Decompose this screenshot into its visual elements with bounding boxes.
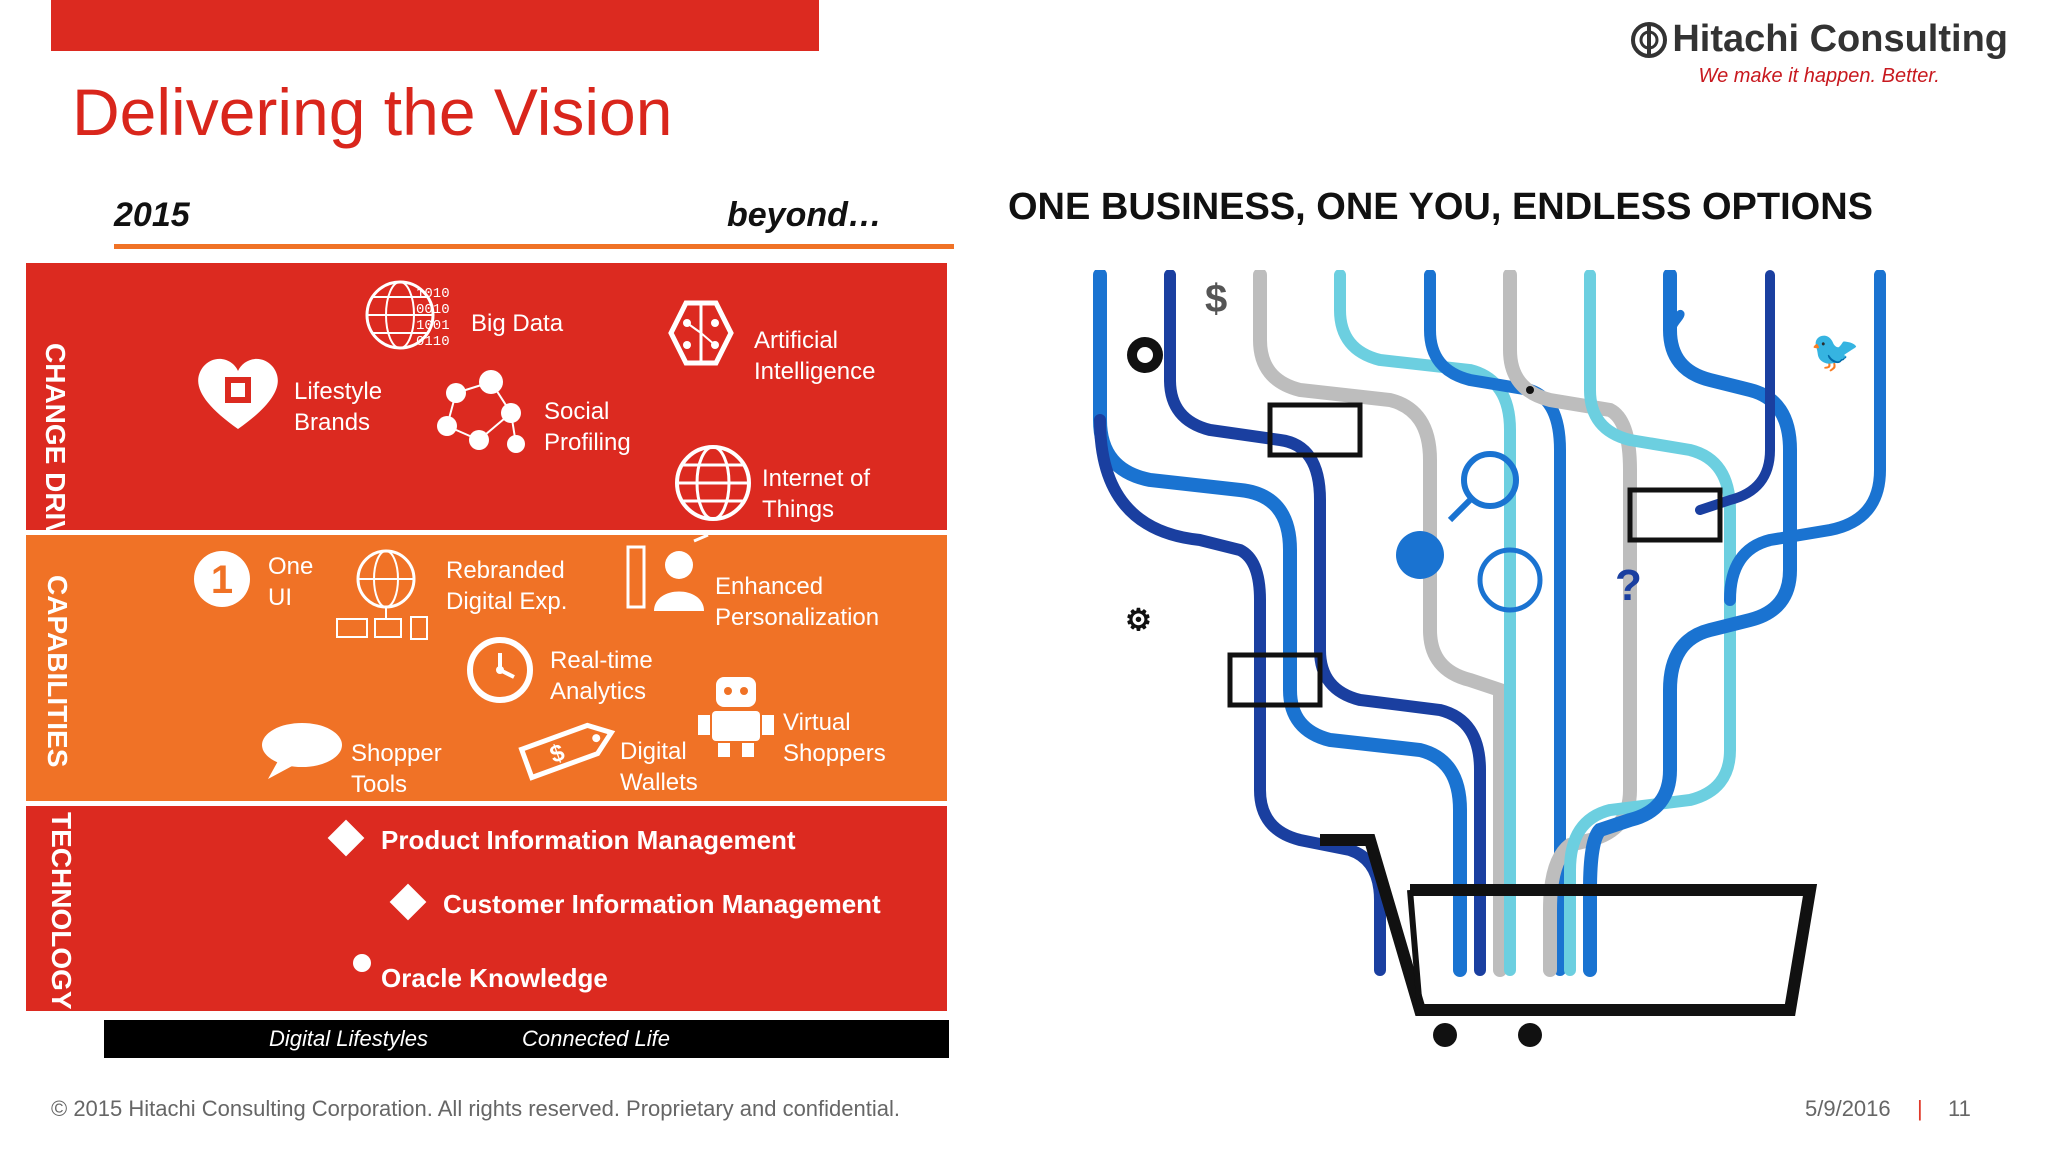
- diamond-bullet-icon: [327, 819, 365, 857]
- driver-artificial-intelligence: Artificial Intelligence: [754, 327, 876, 385]
- capability-virtual-shoppers: Virtual Shoppers: [783, 709, 886, 767]
- svg-text:$: $: [1205, 277, 1227, 321]
- capability-enhanced-personalization: Enhanced Personalization: [715, 573, 880, 631]
- svg-text:♥: ♥: [1665, 297, 1686, 338]
- timeline-start: 2015: [114, 196, 190, 234]
- svg-text:🐦: 🐦: [1810, 330, 1860, 374]
- svg-text:?: ?: [1615, 561, 1642, 610]
- driver-lifestyle-brands: Lifestyle Brands: [294, 378, 383, 436]
- timeline-line: [114, 244, 954, 249]
- globe-data-icon: 1010 0010 1001 0110: [365, 280, 450, 350]
- band-label-capabilities: CAPABILITIES: [42, 575, 73, 768]
- svg-text:$: $: [546, 739, 568, 769]
- person-profile-icon: [626, 535, 709, 611]
- lifestyle-footer-bar: Digital Lifestyles Connected Life: [104, 1020, 949, 1058]
- capabilities-band: CAPABILITIES 1 One UI Rebranded Digital …: [26, 535, 947, 801]
- footer-bar-connected-life: Connected Life: [522, 1026, 670, 1051]
- page-number: 11: [1948, 1096, 1971, 1121]
- tech-oracle-knowledge: Oracle Knowledge: [381, 963, 608, 993]
- driver-social-profiling: Social Profiling: [544, 398, 631, 456]
- logo-tagline: We make it happen. Better.: [1698, 65, 1940, 87]
- capability-shopper-tools: Shopper Tools: [351, 740, 442, 798]
- globe-devices-icon: [336, 549, 428, 640]
- hitachi-emblem-icon: [1631, 21, 1668, 58]
- globe-icon: [675, 445, 751, 521]
- driver-big-data: Big Data: [471, 310, 564, 337]
- company-logo: Hitachi Consulting We make it happen. Be…: [1630, 18, 2008, 88]
- slide-date: 5/9/2016: [1805, 1096, 1891, 1121]
- footer-separator: |: [1917, 1096, 1923, 1121]
- svg-text:1001: 1001: [416, 318, 450, 334]
- number-one-icon: 1: [194, 551, 250, 607]
- band-label-technology: TECHNOLOGY: [46, 812, 77, 1010]
- driver-internet-of-things: Internet of Things: [762, 465, 871, 523]
- speech-bubble-icon: [262, 723, 342, 779]
- timeline-end: beyond…: [727, 196, 882, 234]
- capability-digital-wallets: Digital Wallets: [620, 738, 698, 796]
- brain-circuit-icon: [668, 300, 734, 366]
- svg-text:0110: 0110: [416, 334, 450, 350]
- people-network-icon: [437, 370, 525, 453]
- technology-band: TECHNOLOGY Product Information Managemen…: [26, 806, 947, 1011]
- tech-product-information-management: Product Information Management: [381, 825, 796, 855]
- svg-text:1: 1: [211, 558, 233, 602]
- dot-bullet-icon: [353, 954, 371, 972]
- svg-text:⚙: ⚙: [1125, 604, 1152, 637]
- copyright-text: © 2015 Hitachi Consulting Corporation. A…: [51, 1096, 900, 1121]
- logo-name: Hitachi Consulting: [1672, 18, 2008, 60]
- omnichannel-cart-illustration: $ ⚙ ♥ ? ⚙ 🐦 €: [1093, 270, 1886, 1047]
- heart-chip-icon: [198, 358, 278, 429]
- right-headline: ONE BUSINESS, ONE YOU, ENDLESS OPTIONS: [1008, 186, 1874, 228]
- capability-real-time-analytics: Real-time Analytics: [550, 647, 653, 705]
- top-accent-bar: [51, 0, 819, 51]
- capability-rebranded-digital-exp: Rebranded Digital Exp.: [446, 557, 568, 615]
- change-drivers-band: CHANGE DRIVERS 1010 0010 1001 0110 Big D…: [26, 263, 947, 597]
- tech-customer-information-management: Customer Information Management: [443, 889, 881, 919]
- slide-title: Delivering the Vision: [72, 75, 673, 149]
- money-tag-icon: $: [518, 722, 616, 781]
- svg-text:0010: 0010: [416, 302, 450, 318]
- svg-text:1010: 1010: [416, 286, 450, 302]
- diamond-bullet-icon: [389, 883, 427, 921]
- capability-one-ui: One UI: [268, 553, 314, 611]
- footer-bar-digital-lifestyles: Digital Lifestyles: [269, 1026, 428, 1051]
- clock-icon: [467, 637, 533, 703]
- robot-icon: [698, 677, 774, 757]
